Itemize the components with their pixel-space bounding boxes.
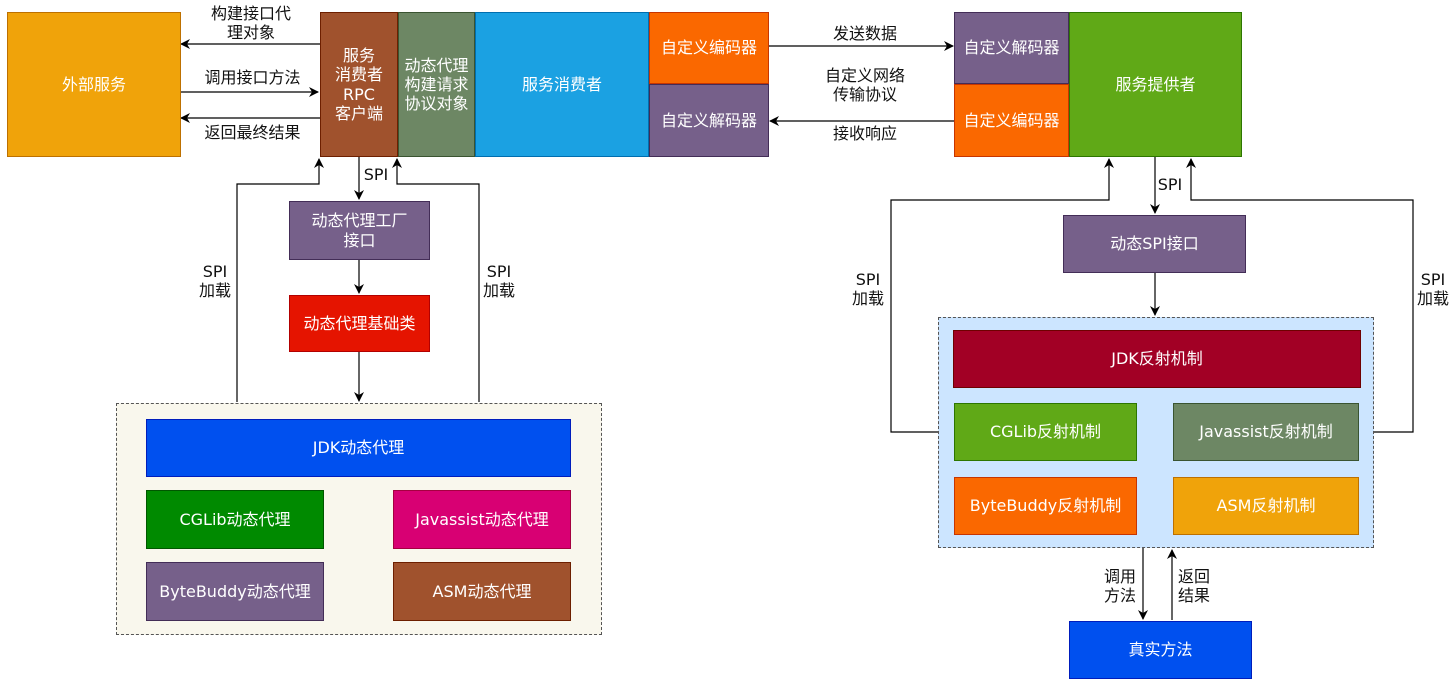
real-method-node: 真实方法 — [1069, 621, 1252, 679]
label-receive-response: 接收响应 — [832, 124, 897, 143]
edge-spi-load-left-a — [236, 158, 324, 402]
jdk-reflect-node: JDK反射机制 — [953, 330, 1361, 388]
label-call-method: 调用接口方法 — [204, 68, 301, 87]
rpc-client-node: 服务 消费者 RPC 客户端 — [320, 12, 398, 157]
consumer-decoder-node: 自定义解码器 — [649, 84, 769, 157]
edge-spi-load-left-b — [392, 158, 480, 402]
label-send-data: 发送数据 — [832, 24, 897, 43]
proxy-build-request-node: 动态代理 构建请求 协议对象 — [398, 12, 475, 157]
provider-decoder-node: 自定义解码器 — [954, 12, 1069, 84]
label-spi-right: SPI — [1157, 175, 1183, 194]
consumer-encoder-node: 自定义编码器 — [649, 12, 769, 84]
service-consumer-node: 服务消费者 — [475, 12, 649, 157]
edge-spi-load-right-b — [1186, 158, 1414, 433]
cglib-proxy-node: CGLib动态代理 — [146, 490, 324, 549]
bytebuddy-proxy-node: ByteBuddy动态代理 — [146, 562, 324, 621]
jdk-proxy-node: JDK动态代理 — [146, 419, 571, 477]
label-return-back: 返回 结果 — [1177, 567, 1210, 606]
asm-reflect-node: ASM反射机制 — [1173, 477, 1359, 535]
provider-encoder-node: 自定义编码器 — [954, 84, 1069, 157]
dynamic-spi-node: 动态SPI接口 — [1063, 215, 1246, 273]
service-provider-node: 服务提供者 — [1069, 12, 1242, 157]
label-spi-left: SPI — [363, 165, 389, 184]
proxy-base-node: 动态代理基础类 — [289, 295, 430, 352]
edge-spi-load-right-a — [890, 158, 1114, 433]
javassist-proxy-node: Javassist动态代理 — [393, 490, 571, 549]
label-invoke-method: 调用 方法 — [1103, 567, 1136, 606]
label-build-proxy: 构建接口代 理对象 — [210, 4, 291, 43]
cglib-reflect-node: CGLib反射机制 — [954, 403, 1137, 461]
label-return-result: 返回最终结果 — [204, 123, 301, 142]
asm-proxy-node: ASM动态代理 — [393, 562, 571, 621]
bytebuddy-reflect-node: ByteBuddy反射机制 — [954, 477, 1137, 535]
javassist-reflect-node: Javassist反射机制 — [1173, 403, 1359, 461]
label-spi-load-right-a: SPI 加载 — [851, 270, 884, 309]
label-custom-protocol: 自定义网络 传输协议 — [824, 66, 905, 105]
external-service-node: 外部服务 — [7, 12, 181, 157]
label-spi-load-left-b: SPI 加载 — [482, 262, 515, 301]
label-spi-load-left-a: SPI 加载 — [198, 262, 231, 301]
label-spi-load-right-b: SPI 加载 — [1416, 270, 1449, 309]
proxy-factory-node: 动态代理工厂 接口 — [289, 201, 430, 260]
